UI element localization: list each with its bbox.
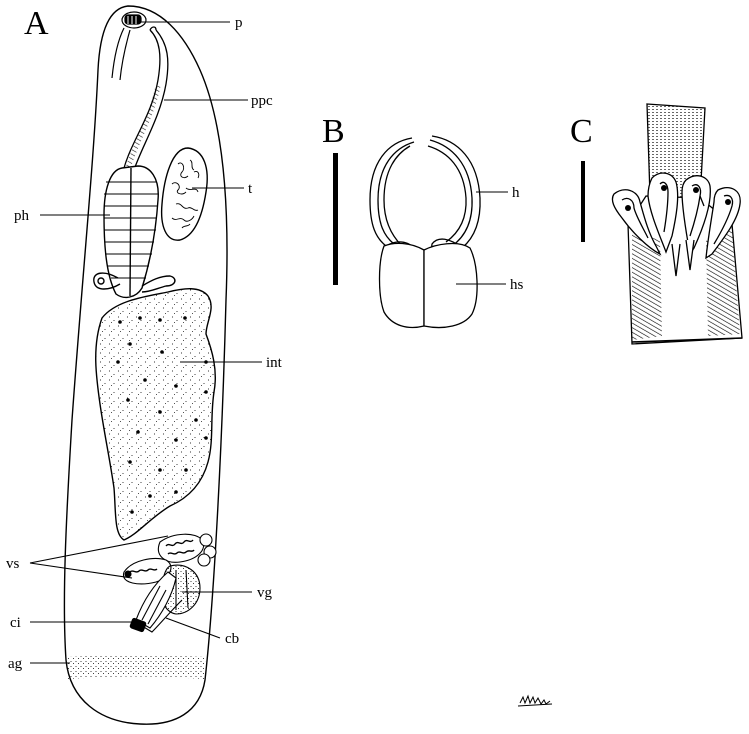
- scribble-mark: [517, 694, 553, 707]
- panel-c-letter: C: [570, 113, 593, 150]
- body-outline: [63, 5, 228, 725]
- label-ph: ph: [14, 208, 30, 224]
- label-vg: vg: [257, 585, 273, 601]
- testis: [160, 147, 208, 241]
- label-vs: vs: [6, 556, 20, 572]
- panel-b-drawing: [333, 135, 481, 329]
- copulatory-bulb: [129, 571, 183, 633]
- ppc-tube: [123, 29, 161, 169]
- label-ci: ci: [10, 615, 21, 631]
- label-cb: cb: [225, 631, 239, 647]
- label-t: t: [248, 181, 253, 197]
- panel-a-letter: A: [24, 5, 49, 42]
- seminal-vesicles: [123, 533, 217, 585]
- panel-b-letter: B: [322, 113, 345, 150]
- label-ag: ag: [8, 656, 23, 672]
- panel-c-drawing: [581, 103, 743, 345]
- panel-a-drawing: [63, 5, 228, 725]
- pharynx: [93, 165, 176, 299]
- label-int: int: [266, 355, 283, 371]
- scale-bar-c: [581, 161, 585, 242]
- leader-lines-a: [29, 21, 262, 664]
- leader-lines-b: [456, 191, 508, 285]
- intestine: [95, 288, 216, 541]
- label-hs: hs: [510, 277, 524, 293]
- adhesive-girdle: [68, 654, 206, 679]
- scale-bar-b: [333, 153, 338, 285]
- label-h: h: [512, 185, 520, 201]
- proboscis: [111, 11, 147, 81]
- label-ppc: ppc: [251, 93, 273, 109]
- label-p: p: [235, 15, 243, 31]
